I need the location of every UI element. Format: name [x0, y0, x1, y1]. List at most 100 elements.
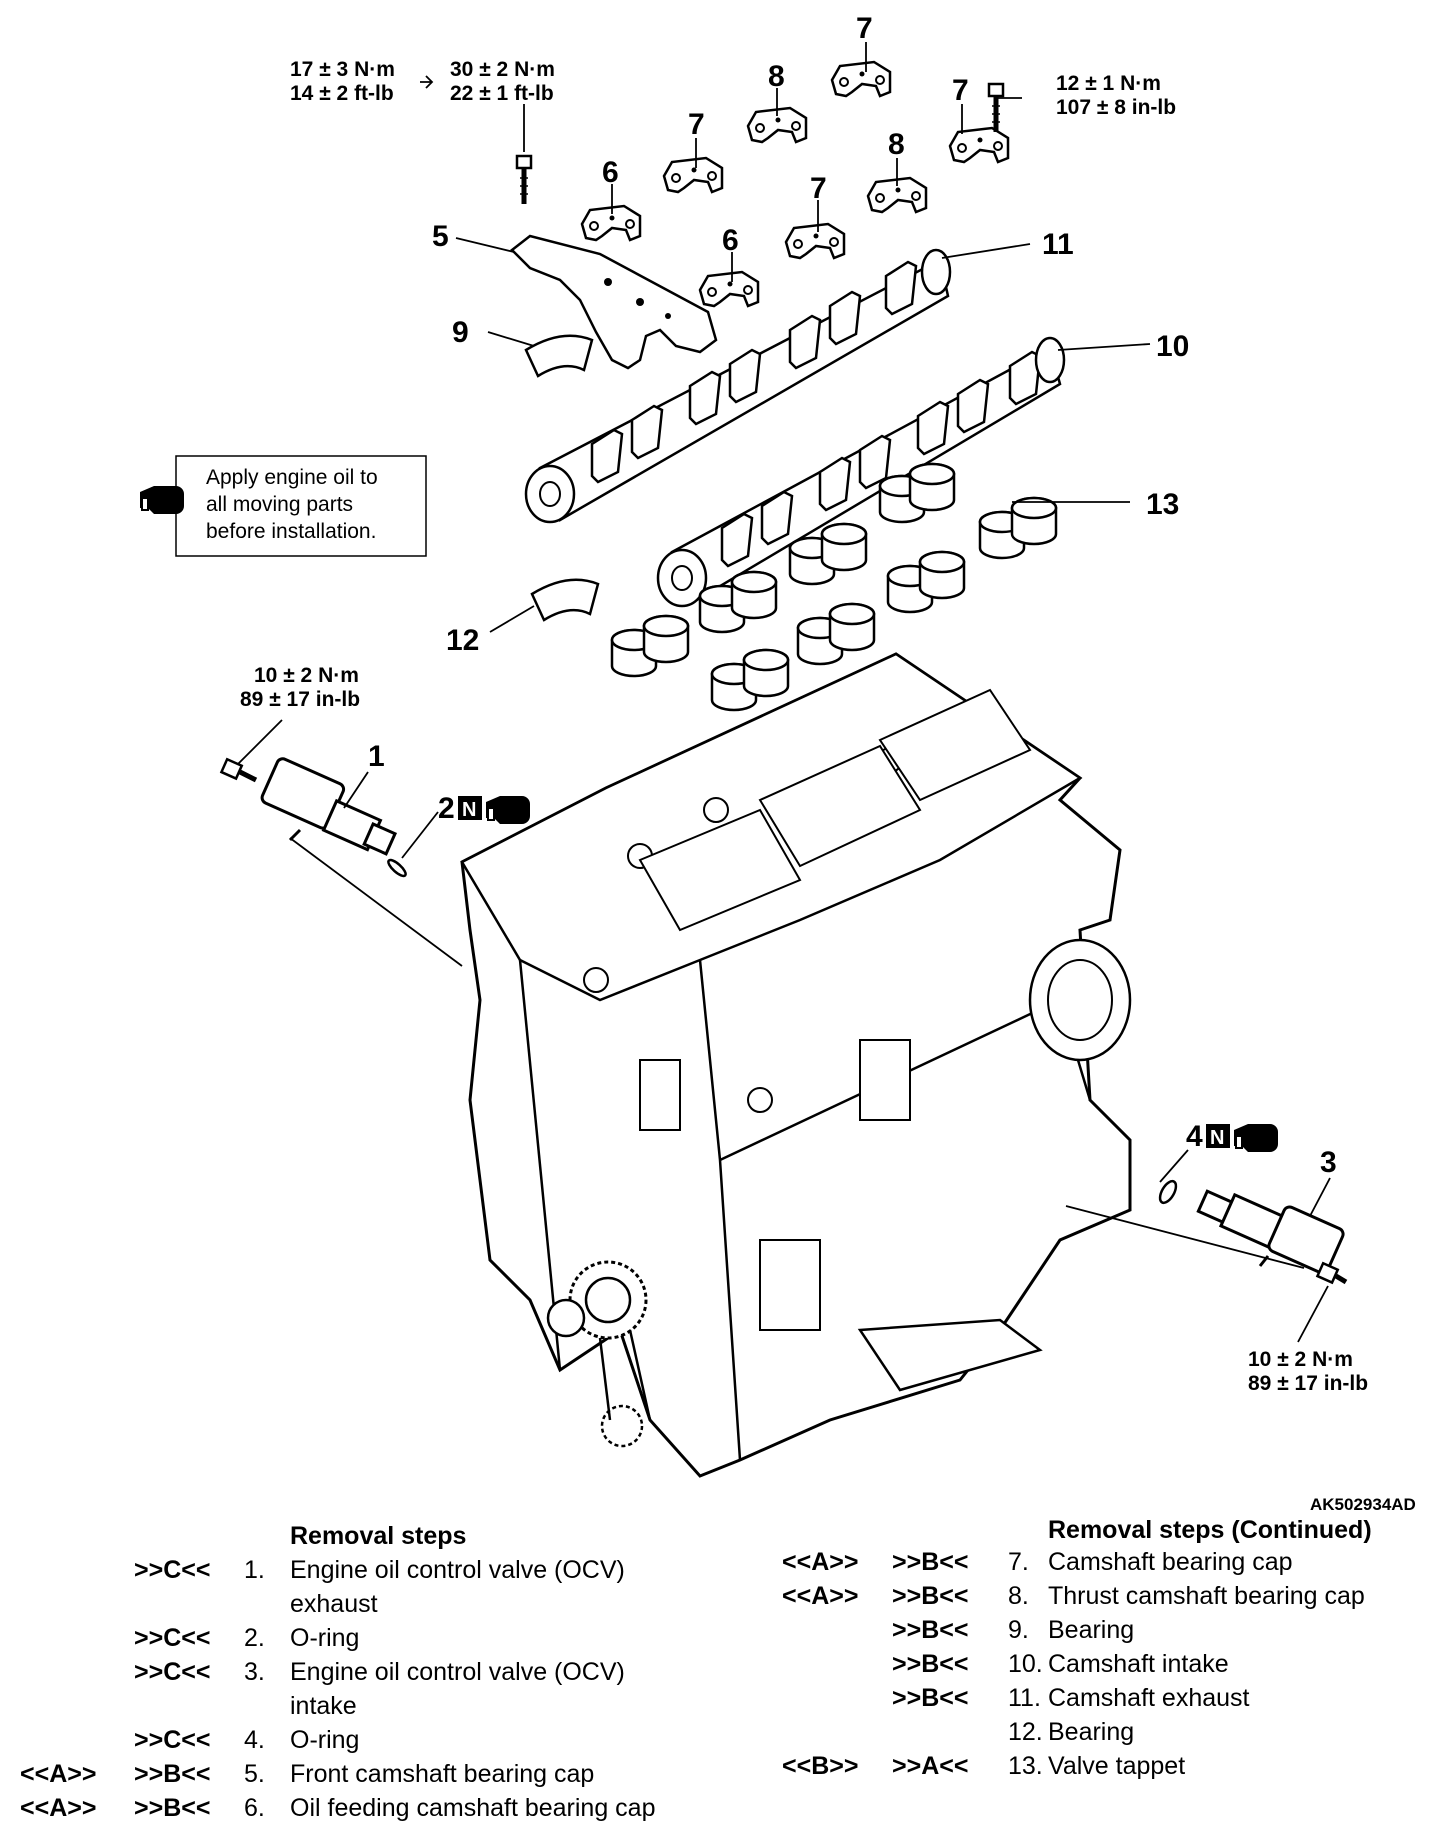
o-ring-4	[1158, 1179, 1178, 1205]
step-code-b: >>C<<	[134, 1726, 211, 1754]
step-text: Camshaft intake	[1048, 1650, 1229, 1678]
step-code-b: >>B<<	[892, 1582, 969, 1610]
bearing-12	[530, 578, 600, 622]
step-code-a: <<A>>	[20, 1794, 97, 1822]
oil-can-icon	[485, 795, 531, 825]
ocv-intake	[1196, 1189, 1345, 1275]
step-code-a: <<B>>	[782, 1752, 859, 1780]
callout-1: 1	[368, 740, 385, 773]
callout-6-left: 6	[602, 156, 619, 189]
step-code-a: <<A>>	[782, 1582, 859, 1610]
torque-cap-final-nm: 30 ± 2 N·m	[450, 58, 555, 81]
step-code-b: >>B<<	[892, 1548, 969, 1576]
bolt-cap-front	[517, 156, 531, 204]
bolt-thrust-cap	[989, 84, 1003, 132]
step-number: 8.	[1008, 1582, 1029, 1610]
bearing-cap-7-right	[948, 126, 1010, 164]
step-number: 13.	[1008, 1752, 1043, 1780]
torque-cap-first-nm: 17 ± 3 N·m	[290, 58, 395, 81]
engine-block	[460, 652, 1132, 1478]
torque-cap-final-ftlb: 22 ± 1 ft-lb	[450, 82, 554, 105]
oil-can-icon	[1233, 1123, 1279, 1153]
callout-8-top: 8	[768, 60, 785, 93]
step-code-b: >>C<<	[134, 1624, 211, 1652]
step-code-b: >>B<<	[892, 1616, 969, 1644]
torque-thrust-nm: 12 ± 1 N·m	[1056, 72, 1161, 95]
bearing-9	[524, 334, 594, 378]
bearing-cap-7-mid	[662, 156, 724, 194]
torque-ocv-exhaust-inlb: 89 ± 17 in-lb	[240, 688, 360, 711]
callout-11: 11	[1042, 228, 1074, 261]
callout-7-mid: 7	[688, 108, 705, 141]
step-text: O-ring	[290, 1624, 360, 1652]
callout-10: 10	[1156, 330, 1189, 363]
step-text: Front camshaft bearing cap	[290, 1760, 595, 1788]
step-text: exhaust	[290, 1590, 378, 1618]
new-part-tag-2: N	[458, 796, 482, 821]
oil-note-box: Apply engine oil to all moving parts bef…	[175, 455, 427, 557]
ocv-exhaust	[260, 757, 398, 856]
bearing-cap-6-right	[698, 270, 760, 308]
step-code-b: >>C<<	[134, 1658, 211, 1686]
callout-3: 3	[1320, 1146, 1337, 1179]
callout-8-right: 8	[888, 128, 905, 161]
figure-id: AK502934AD	[1310, 1495, 1416, 1514]
callout-5: 5	[432, 220, 449, 253]
o-ring-2	[387, 858, 407, 878]
oil-can-icon	[139, 485, 185, 515]
step-number: 3.	[244, 1658, 265, 1686]
step-number: 9.	[1008, 1616, 1029, 1644]
removal-steps-continued-title: Removal steps (Continued)	[1048, 1516, 1372, 1544]
step-code-b: >>B<<	[134, 1760, 211, 1788]
step-text: Bearing	[1048, 1718, 1135, 1746]
bolt-ocv-exhaust	[219, 757, 258, 783]
note-line-2: all moving parts	[206, 493, 353, 516]
svg-text:N: N	[1210, 1127, 1224, 1149]
step-number: 4.	[244, 1726, 265, 1754]
exploded-engine-diagram: 7 8 7 7 8 6 7 6 5 9 11 10 13 12 1 2 4 3 …	[139, 12, 1416, 1514]
bearing-cap-6-left	[580, 204, 642, 242]
step-text: Camshaft exhaust	[1048, 1684, 1250, 1712]
new-part-tag-4: N	[1206, 1124, 1230, 1149]
step-number: 5.	[244, 1760, 265, 1788]
step-text: intake	[290, 1692, 357, 1720]
note-line-3: before installation.	[206, 520, 376, 543]
step-code-b: >>C<<	[134, 1556, 211, 1584]
callout-7-low: 7	[810, 172, 827, 205]
step-text: Thrust camshaft bearing cap	[1048, 1582, 1365, 1610]
step-text: Bearing	[1048, 1616, 1135, 1644]
leader-lines	[237, 42, 1331, 1343]
step-number: 1.	[244, 1556, 265, 1584]
callout-13: 13	[1146, 488, 1179, 521]
step-number: 11.	[1008, 1684, 1041, 1712]
torque-ocv-intake-nm: 10 ± 2 N·m	[1248, 1348, 1353, 1371]
removal-steps-right: Removal steps (Continued) <<A>>>>B<<7.Ca…	[740, 1516, 1456, 1816]
step-number: 2.	[244, 1624, 265, 1652]
removal-steps-left: Removal steps >>C<<1.Engine oil control …	[0, 1520, 740, 1822]
torque-cap-first-ftlb: 14 ± 2 ft-lb	[290, 82, 394, 105]
callout-9: 9	[452, 316, 469, 349]
bearing-cap-7-low	[784, 222, 846, 260]
step-text: Engine oil control valve (OCV)	[290, 1658, 625, 1686]
timing-sprocket	[546, 1260, 652, 1448]
step-code-a: <<A>>	[20, 1760, 97, 1788]
callout-7-top: 7	[856, 12, 873, 45]
step-number: 12.	[1008, 1718, 1043, 1746]
step-text: Valve tappet	[1048, 1752, 1186, 1780]
svg-text:N: N	[462, 799, 476, 821]
torque-ocv-exhaust-nm: 10 ± 2 N·m	[254, 664, 359, 687]
step-text: Oil feeding camshaft bearing cap	[290, 1794, 656, 1822]
step-text: O-ring	[290, 1726, 360, 1754]
step-number: 10.	[1008, 1650, 1043, 1678]
callout-12: 12	[446, 624, 479, 657]
step-code-b: >>A<<	[892, 1752, 969, 1780]
callout-7-right: 7	[952, 74, 969, 107]
callout-2: 2	[438, 792, 455, 825]
note-line-1: Apply engine oil to	[206, 466, 378, 489]
callout-6-right: 6	[722, 224, 739, 257]
step-text: Engine oil control valve (OCV)	[290, 1556, 625, 1584]
step-text: Camshaft bearing cap	[1048, 1548, 1293, 1576]
torque-ocv-intake-inlb: 89 ± 17 in-lb	[1248, 1372, 1368, 1395]
step-number: 6.	[244, 1794, 265, 1822]
step-code-b: >>B<<	[892, 1650, 969, 1678]
